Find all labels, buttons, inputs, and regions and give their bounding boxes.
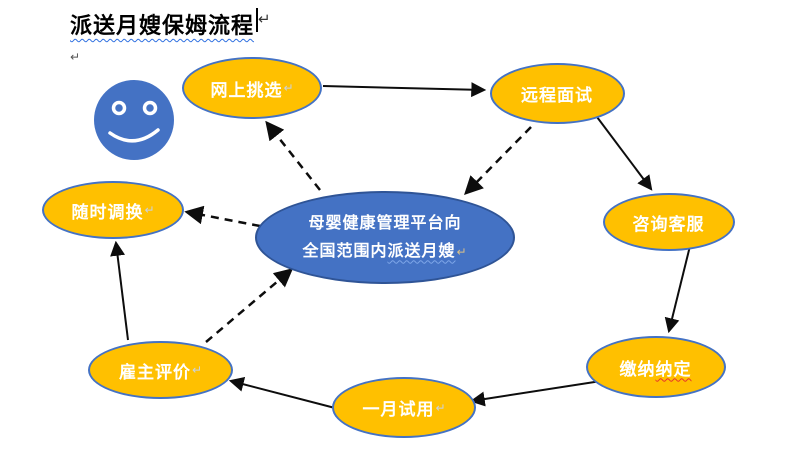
- title-block: 派送月嫂保姆流程↵: [70, 8, 271, 40]
- paragraph-mark: ↵: [435, 400, 446, 415]
- node-remote-interview[interactable]: 远程面试: [490, 63, 625, 124]
- edge-remote_interview-to-center[interactable]: [464, 126, 532, 196]
- node-swap-anytime[interactable]: 随时调换↵: [42, 181, 184, 239]
- paragraph-mark: ↵: [70, 50, 81, 64]
- node-employer-review[interactable]: 雇主评价↵: [88, 341, 233, 399]
- text-cursor: [256, 8, 259, 32]
- node-label: 缴纳纳定: [619, 359, 692, 379]
- edge-employer_review-to-center[interactable]: [205, 268, 294, 343]
- edge-center-to-online_pick[interactable]: [265, 120, 321, 191]
- node-consult-service[interactable]: 咨询客服: [603, 193, 735, 251]
- paragraph-mark: ↵: [456, 244, 468, 259]
- spellcheck-flagged-text: 派送月嫂: [387, 242, 456, 260]
- page-title: 派送月嫂保姆流程: [70, 13, 255, 38]
- node-label: 咨询客服: [632, 214, 705, 234]
- center-node-line2: 全国范围内派送月嫂↵: [302, 242, 468, 260]
- paragraph-mark: ↵: [191, 363, 203, 377]
- edge-pay_deposit-to-one_month_trial[interactable]: [469, 380, 602, 407]
- smiley-left-eye: [111, 100, 127, 116]
- node-label: 远程面试: [521, 86, 593, 105]
- edge-online_pick-to-remote_interview[interactable]: [322, 82, 487, 98]
- paragraph-mark: ↵: [144, 203, 155, 217]
- smiley-right-eye: [142, 100, 158, 116]
- paragraph-mark: ↵: [258, 11, 271, 28]
- edge-one_month_trial-to-employer_review[interactable]: [228, 376, 336, 409]
- smiley-mouth: [108, 128, 160, 143]
- spellcheck-flagged-text: 纳定: [655, 359, 692, 379]
- smiley-face-icon[interactable]: [89, 75, 179, 165]
- node-label: 网上挑选: [210, 80, 283, 100]
- node-platform-center[interactable]: 母婴健康管理平台向 全国范围内派送月嫂↵: [255, 191, 515, 284]
- center-node-line1: 母婴健康管理平台向: [308, 215, 462, 233]
- edge-remote_interview-to-consult_service[interactable]: [596, 116, 653, 191]
- edge-center-to-swap_anytime[interactable]: [184, 205, 261, 228]
- node-online-pick[interactable]: 网上挑选↵: [182, 57, 322, 119]
- edge-consult_service-to-pay_deposit[interactable]: [664, 245, 691, 334]
- node-label: 一月试用: [362, 400, 435, 419]
- node-label: 雇主评价: [118, 362, 191, 382]
- node-pay-deposit[interactable]: 缴纳纳定: [586, 336, 726, 398]
- node-one-month-trial[interactable]: 一月试用↵: [332, 377, 476, 438]
- paragraph-mark: ↵: [283, 81, 294, 95]
- node-label: 随时调换: [71, 202, 144, 222]
- edge-employer_review-to-swap_anytime[interactable]: [110, 240, 129, 341]
